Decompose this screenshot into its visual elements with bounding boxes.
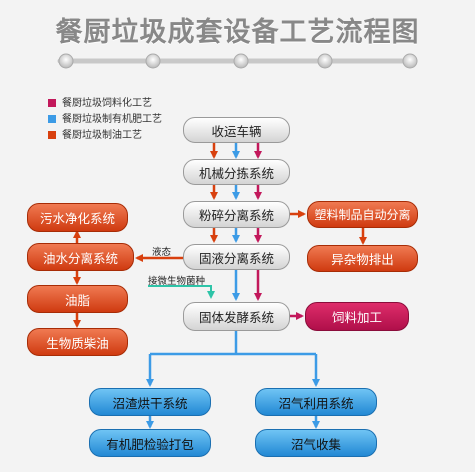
legend-item-fertilizer: 餐厨垃圾制有机肥工艺 <box>48 110 162 125</box>
node-grease: 油脂 <box>27 285 128 313</box>
node-sewage-purification: 污水净化系统 <box>27 203 128 232</box>
legend-label: 餐厨垃圾饲料化工艺 <box>62 98 152 109</box>
node-impurity-discharge: 异杂物排出 <box>307 245 418 272</box>
node-collection-vehicle: 收运车辆 <box>183 117 290 143</box>
node-solid-fermentation: 固体发酵系统 <box>183 302 290 331</box>
label-liquid: 液态 <box>152 247 172 258</box>
legend-label: 餐厨垃圾制有机肥工艺 <box>62 114 162 125</box>
node-biodiesel: 生物质柴油 <box>27 328 128 356</box>
node-residue-drying: 沼渣烘干系统 <box>89 388 211 416</box>
legend-swatch-oil <box>48 131 56 139</box>
node-biogas-utilization: 沼气利用系统 <box>255 388 377 416</box>
node-mechanical-sorting: 机械分拣系统 <box>183 159 290 185</box>
arrow-microbe <box>148 285 215 299</box>
node-feed-processing: 饲料加工 <box>305 302 409 331</box>
title-decoration <box>57 53 418 69</box>
node-oil-water-separation: 油水分离系统 <box>27 243 134 271</box>
node-crushing-separation: 粉碎分离系统 <box>183 201 290 228</box>
bottom-branch-arrows <box>146 331 320 429</box>
legend-item-feed: 餐厨垃圾饲料化工艺 <box>48 94 152 109</box>
legend-label: 餐厨垃圾制油工艺 <box>62 130 142 141</box>
node-plastic-separation: 塑料制品自动分离 <box>307 201 418 228</box>
legend-swatch-fertilizer <box>48 115 56 123</box>
legend-swatch-feed <box>48 99 56 107</box>
node-biogas-collection: 沼气收集 <box>255 429 377 457</box>
node-solid-liquid-separation: 固液分离系统 <box>183 244 290 270</box>
node-fertilizer-packing: 有机肥检验打包 <box>89 429 211 457</box>
page-title: 餐厨垃圾成套设备工艺流程图 <box>55 17 420 48</box>
label-microbe-inoculation: 接微生物菌种 <box>148 276 206 287</box>
main-column-arrows <box>210 143 262 301</box>
legend-item-oil: 餐厨垃圾制油工艺 <box>48 126 142 141</box>
